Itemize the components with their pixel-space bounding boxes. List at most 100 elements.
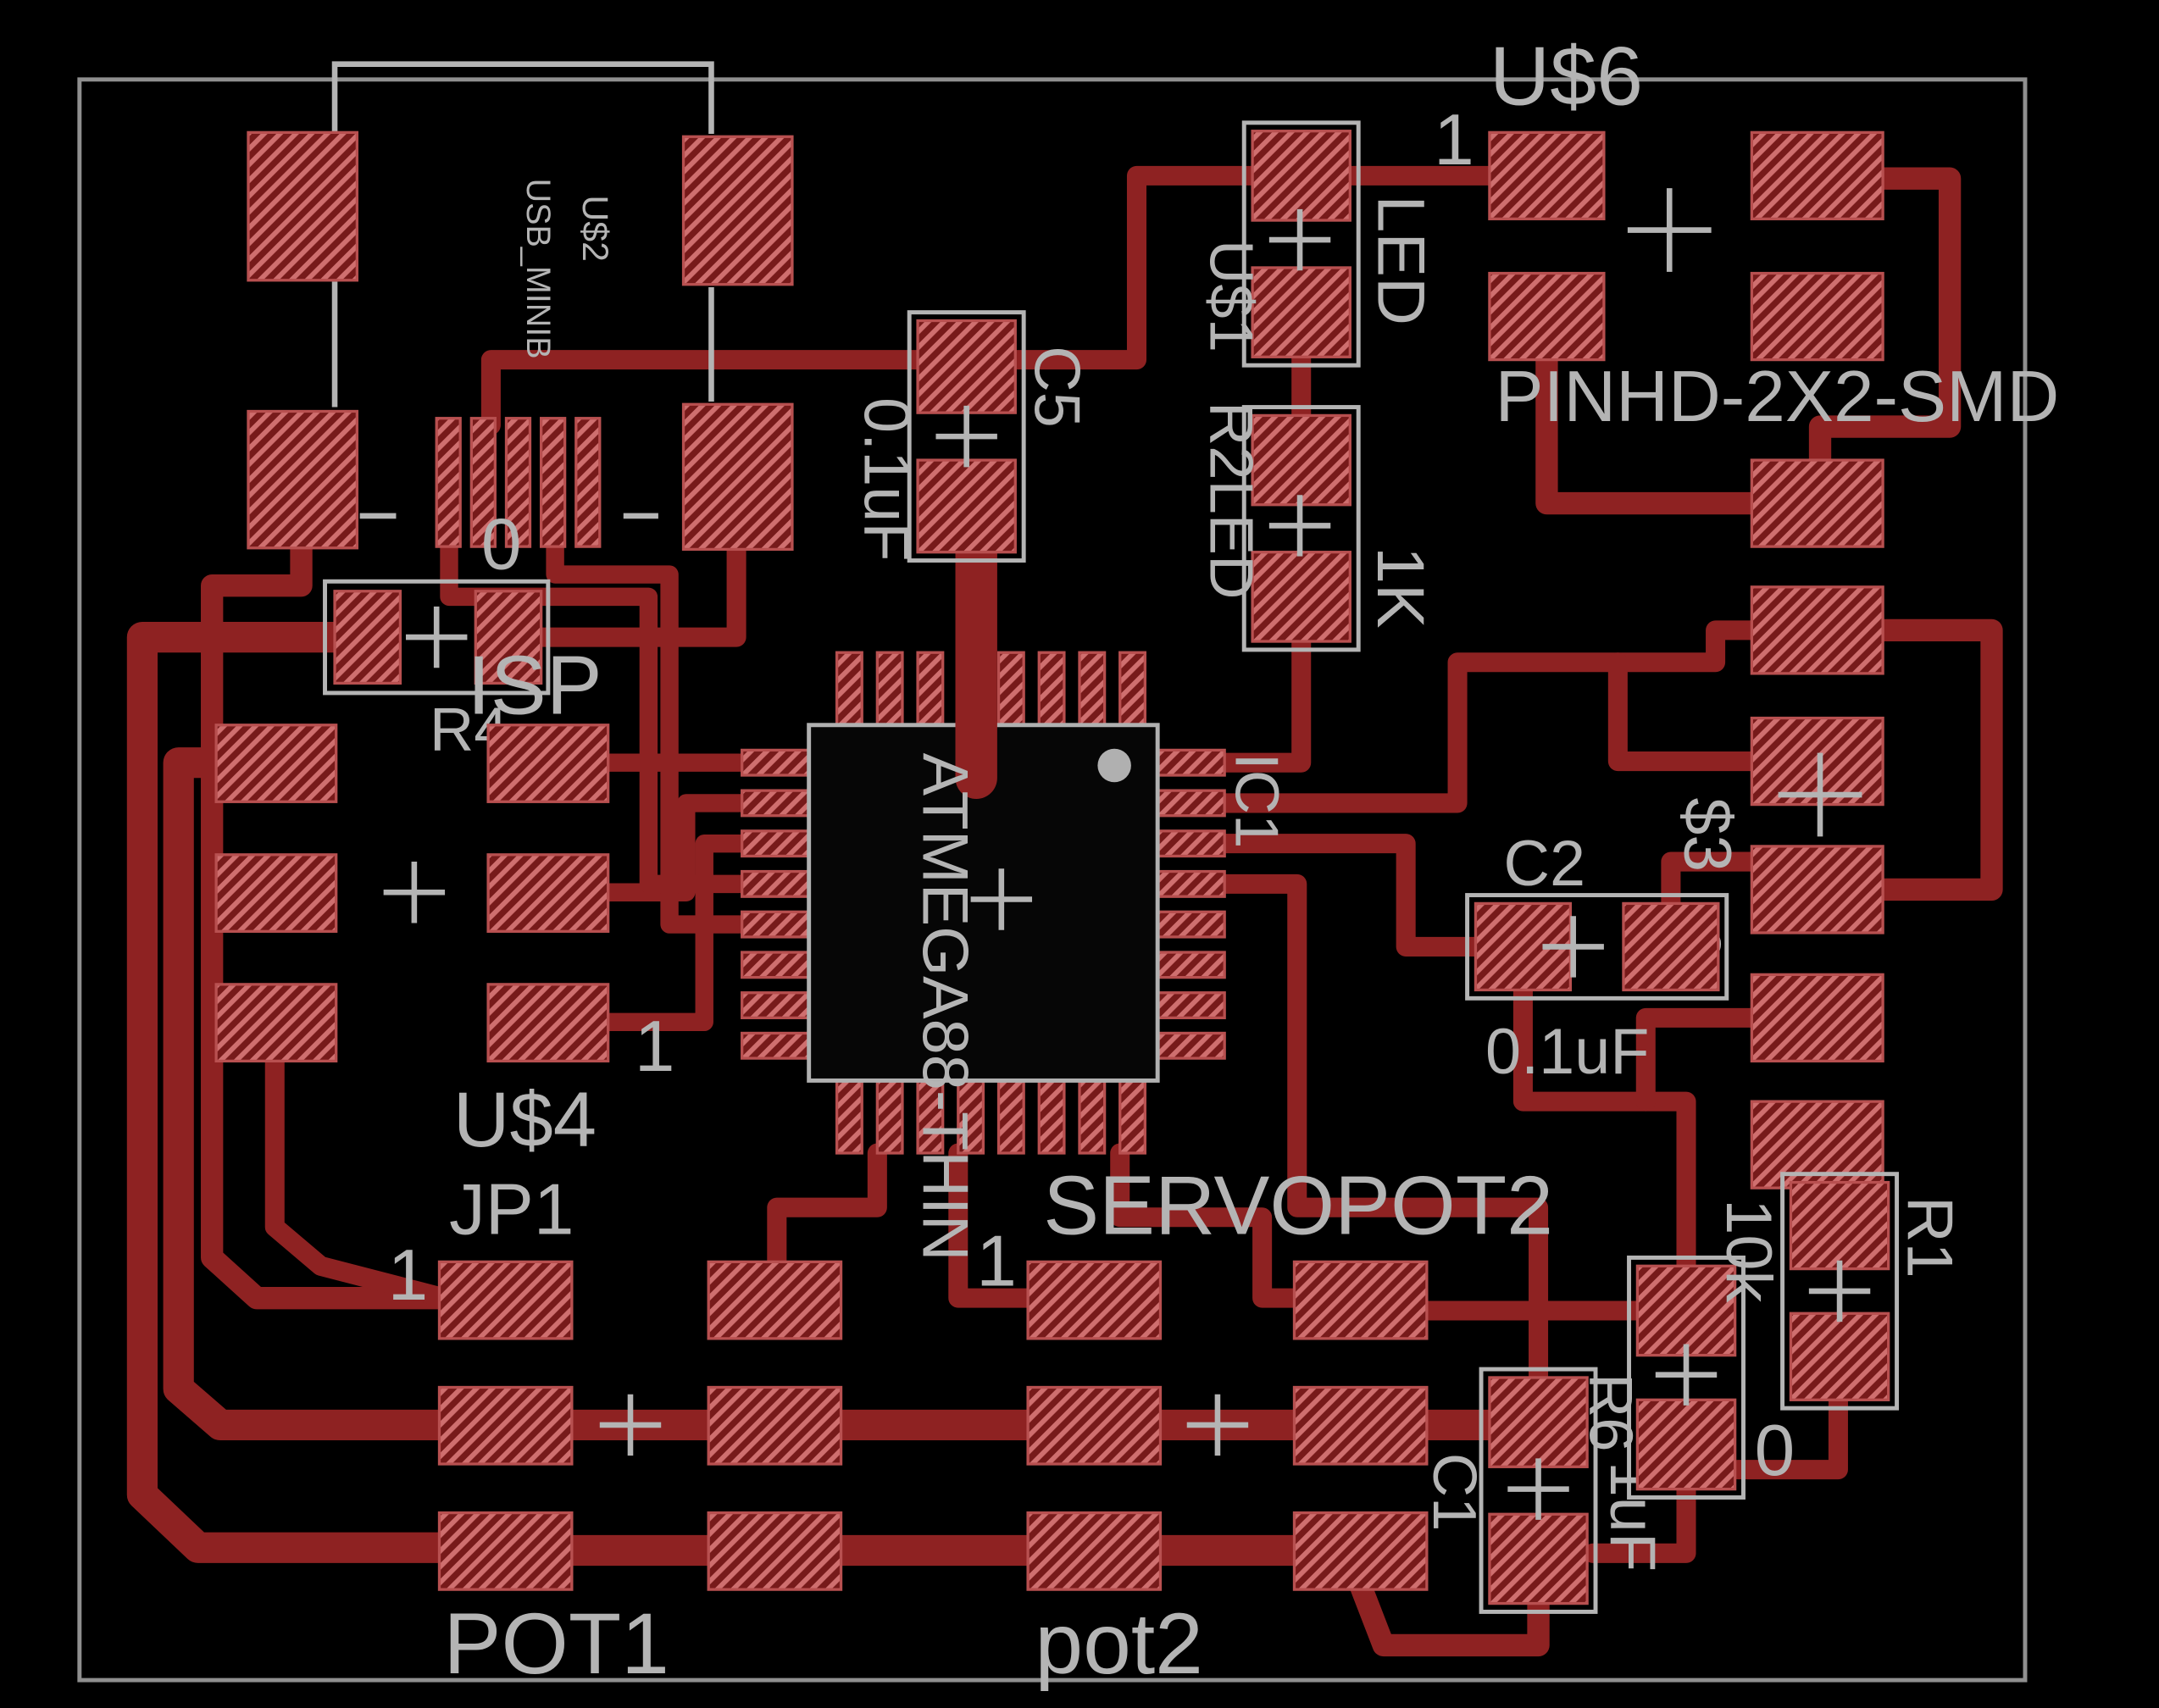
label-c5-value[interactable]: 0.1uF bbox=[851, 397, 923, 562]
pad[interactable] bbox=[835, 651, 863, 727]
pad[interactable] bbox=[474, 590, 543, 685]
pad[interactable] bbox=[214, 724, 338, 803]
label-r6-value[interactable]: 10k bbox=[1712, 1199, 1784, 1302]
resistor-r1[interactable]: R1 bbox=[1780, 1172, 1966, 1411]
pad[interactable] bbox=[1156, 789, 1226, 818]
pad[interactable] bbox=[1750, 845, 1884, 934]
pad[interactable] bbox=[1026, 1260, 1163, 1340]
label-c5[interactable]: C5 bbox=[1020, 346, 1092, 428]
usb-connector-u2[interactable]: USB_MINIB U$2 bbox=[247, 61, 794, 552]
pad[interactable] bbox=[1292, 1260, 1429, 1340]
resistor-r6[interactable]: R6 10k 0 bbox=[1576, 1199, 1795, 1500]
pad[interactable] bbox=[437, 1260, 574, 1340]
pad[interactable] bbox=[1622, 901, 1720, 992]
label-jp1[interactable]: JP1 bbox=[449, 1169, 574, 1250]
label-c2-value[interactable]: 0.1uF bbox=[1485, 1016, 1650, 1088]
trace[interactable] bbox=[1214, 631, 1312, 773]
pad[interactable] bbox=[437, 1385, 574, 1466]
trace[interactable] bbox=[1214, 873, 1549, 1390]
capacitor-c5[interactable]: C5 0.1uF bbox=[851, 310, 1093, 563]
pad[interactable] bbox=[333, 590, 402, 685]
pad[interactable] bbox=[1156, 951, 1226, 979]
label-servopot2[interactable]: SERVOPOT2 bbox=[1043, 1158, 1553, 1251]
label-pot1[interactable]: POT1 bbox=[443, 1595, 669, 1692]
pad[interactable] bbox=[214, 983, 338, 1063]
pad[interactable] bbox=[741, 991, 811, 1020]
trace[interactable] bbox=[1806, 167, 1962, 496]
isp-header-u4[interactable]: ISP 1 U$4 bbox=[214, 639, 675, 1163]
pad[interactable] bbox=[1251, 266, 1351, 358]
trace[interactable] bbox=[948, 1143, 1042, 1308]
label-usb-minib[interactable]: USB_MINIB bbox=[519, 179, 557, 359]
pad[interactable] bbox=[741, 910, 811, 939]
pad[interactable] bbox=[1635, 1398, 1737, 1491]
pad[interactable] bbox=[1078, 651, 1107, 727]
trace[interactable] bbox=[201, 535, 451, 1310]
pad[interactable] bbox=[916, 458, 1017, 554]
pad[interactable] bbox=[681, 402, 794, 552]
pad[interactable] bbox=[875, 651, 904, 727]
trace[interactable] bbox=[1661, 851, 1762, 913]
label-isp[interactable]: ISP bbox=[467, 639, 602, 732]
pad[interactable] bbox=[1750, 130, 1884, 221]
pad[interactable] bbox=[1037, 651, 1066, 727]
trace[interactable] bbox=[1868, 618, 2003, 901]
pad[interactable] bbox=[486, 983, 610, 1063]
trace[interactable] bbox=[497, 534, 746, 647]
trace[interactable] bbox=[1635, 1007, 1762, 1112]
label-r1[interactable]: R1 bbox=[1894, 1196, 1966, 1278]
label-u2[interactable]: U$2 bbox=[574, 195, 615, 261]
pad[interactable] bbox=[1750, 973, 1884, 1063]
pad[interactable] bbox=[1789, 1312, 1890, 1401]
pad[interactable] bbox=[469, 417, 497, 548]
pad[interactable] bbox=[996, 651, 1025, 727]
pad[interactable] bbox=[1118, 651, 1147, 727]
label-u4[interactable]: U$4 bbox=[453, 1076, 597, 1163]
pot-headers[interactable]: JP1 1 1 SERVOPOT2 POT1 pot2 bbox=[388, 1158, 1554, 1691]
pad[interactable] bbox=[247, 130, 359, 282]
pad[interactable] bbox=[1251, 413, 1351, 507]
pad[interactable] bbox=[437, 1511, 574, 1591]
label-u1[interactable]: U$1 bbox=[1197, 240, 1266, 352]
pad[interactable] bbox=[1488, 1376, 1589, 1468]
label-c1[interactable]: C1 bbox=[1420, 1453, 1489, 1532]
trace[interactable] bbox=[1583, 1471, 1696, 1563]
led-u1[interactable]: U$1 LED bbox=[1197, 120, 1440, 368]
pad[interactable] bbox=[214, 853, 338, 933]
trace[interactable] bbox=[480, 350, 930, 435]
pad[interactable] bbox=[504, 417, 532, 548]
label-servopot2-pin1[interactable]: 1 bbox=[976, 1221, 1017, 1301]
pad[interactable] bbox=[916, 651, 945, 727]
pad[interactable] bbox=[1292, 1385, 1429, 1466]
pad[interactable] bbox=[741, 829, 811, 858]
trace[interactable] bbox=[767, 1143, 887, 1272]
trace[interactable] bbox=[1535, 309, 1763, 515]
label-r6[interactable]: R6 bbox=[1576, 1373, 1645, 1452]
pad[interactable] bbox=[1078, 1079, 1107, 1155]
label-u6-value[interactable]: PINHD-2X2-SMD bbox=[1496, 357, 2060, 437]
pad[interactable] bbox=[1750, 458, 1884, 548]
pad[interactable] bbox=[741, 951, 811, 979]
pad[interactable] bbox=[707, 1385, 843, 1466]
label-ic1-value[interactable]: ATMEGA88-THIN bbox=[909, 753, 981, 1262]
pad[interactable] bbox=[574, 417, 602, 548]
pad[interactable] bbox=[875, 1079, 904, 1155]
header-u6[interactable]: 1 U$6 PINHD-2X2-SMD bbox=[1434, 29, 2059, 437]
pad[interactable] bbox=[916, 319, 1017, 414]
label-r6-zero[interactable]: 0 bbox=[1755, 1411, 1795, 1491]
label-u3[interactable]: $3 bbox=[1670, 797, 1746, 872]
pad[interactable] bbox=[1789, 1180, 1890, 1271]
pad[interactable] bbox=[741, 1031, 811, 1060]
pad[interactable] bbox=[1750, 585, 1884, 675]
pad[interactable] bbox=[247, 409, 359, 550]
pad[interactable] bbox=[1156, 869, 1226, 898]
pad[interactable] bbox=[1488, 130, 1606, 221]
label-ic1[interactable]: IC1 bbox=[1222, 753, 1290, 849]
pad[interactable] bbox=[1156, 829, 1226, 858]
trace[interactable] bbox=[1110, 1143, 1307, 1308]
pad[interactable] bbox=[1118, 1079, 1147, 1155]
pad[interactable] bbox=[1488, 271, 1606, 362]
trace[interactable] bbox=[1607, 652, 1762, 772]
label-jp1-pin1[interactable]: 1 bbox=[388, 1235, 429, 1316]
trace[interactable] bbox=[264, 1050, 450, 1307]
